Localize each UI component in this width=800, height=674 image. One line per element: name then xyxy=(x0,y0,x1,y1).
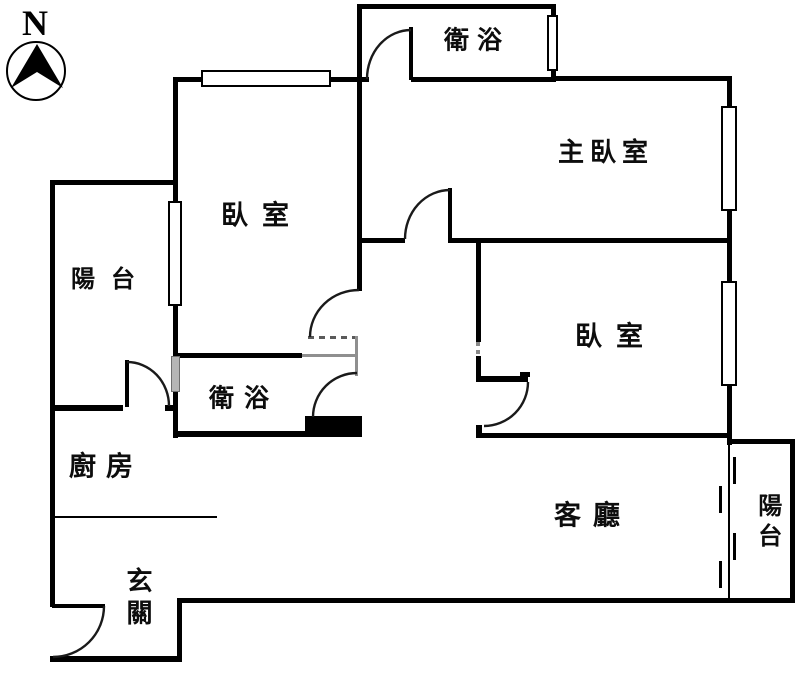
door-arc-balcony-left xyxy=(126,360,171,407)
wall xyxy=(177,600,182,662)
room-label-bedroom-left: 臥室 xyxy=(221,200,303,231)
wall xyxy=(50,656,182,662)
room-label-living-room: 客廳 xyxy=(554,500,632,531)
small-window-symbol xyxy=(171,356,180,392)
wall xyxy=(173,431,362,437)
window-symbol xyxy=(201,70,331,87)
door-leaf-faded xyxy=(308,336,358,339)
room-label-bathroom-top: 衛浴 xyxy=(443,27,511,55)
door-leaf xyxy=(448,188,452,240)
window-symbol xyxy=(547,15,558,71)
wall xyxy=(50,180,178,185)
wall xyxy=(476,433,732,438)
wall xyxy=(357,4,556,9)
wall xyxy=(173,353,302,358)
room-label-bathroom-main: 衛浴 xyxy=(208,385,280,413)
door-leaf-faded xyxy=(355,336,358,376)
wall xyxy=(357,4,362,291)
kitchen-counter-line xyxy=(51,516,217,518)
sliding-door-track xyxy=(728,443,730,600)
door-leaf xyxy=(409,27,413,80)
window-symbol xyxy=(721,281,737,386)
wall xyxy=(727,208,732,284)
door-arc-bedroom-right xyxy=(483,381,530,428)
wall xyxy=(411,77,553,82)
door-arc-entry xyxy=(52,605,106,659)
wall xyxy=(448,238,732,243)
sliding-door-dash xyxy=(733,533,736,560)
window-symbol xyxy=(168,201,182,306)
room-label-bedroom-right: 臥室 xyxy=(575,321,657,352)
wall xyxy=(476,238,481,342)
door-leaf xyxy=(520,372,530,377)
room-label-master-bedroom: 主臥室 xyxy=(557,138,655,168)
wall xyxy=(177,598,795,603)
room-label-entry: 玄關 xyxy=(122,567,152,631)
sliding-door-dash xyxy=(719,561,722,588)
wall xyxy=(305,416,362,437)
wall xyxy=(165,405,178,411)
wall xyxy=(551,4,556,18)
door-arc-bathroom-top xyxy=(365,28,412,80)
wall xyxy=(551,76,732,81)
door-arc-master-bedroom xyxy=(403,188,451,240)
wall xyxy=(551,68,556,82)
room-label-balcony-left: 陽台 xyxy=(71,267,151,294)
wall xyxy=(727,76,732,110)
faded-wall-segment xyxy=(302,354,358,357)
wall xyxy=(357,238,405,243)
faded-wall-segment xyxy=(476,342,480,355)
room-label-kitchen: 廚房 xyxy=(69,451,143,482)
wall xyxy=(790,439,795,603)
compass xyxy=(4,38,70,106)
north-label: N xyxy=(22,3,48,43)
door-leaf xyxy=(52,604,105,608)
sliding-door-dash xyxy=(733,457,736,484)
door-leaf xyxy=(476,376,528,382)
north-arrow-icon xyxy=(6,41,66,101)
door-arc-bathroom-main xyxy=(311,371,358,418)
wall xyxy=(50,180,55,607)
door-arc-bedroom-left xyxy=(308,288,360,338)
wall xyxy=(727,439,795,444)
wall xyxy=(476,425,482,438)
room-label-balcony-right: 陽台 xyxy=(753,493,780,553)
wall xyxy=(727,384,732,445)
window-symbol xyxy=(721,106,737,211)
sliding-door-dash xyxy=(719,486,722,513)
door-leaf xyxy=(125,360,129,407)
wall xyxy=(50,405,123,411)
wall xyxy=(476,356,481,380)
